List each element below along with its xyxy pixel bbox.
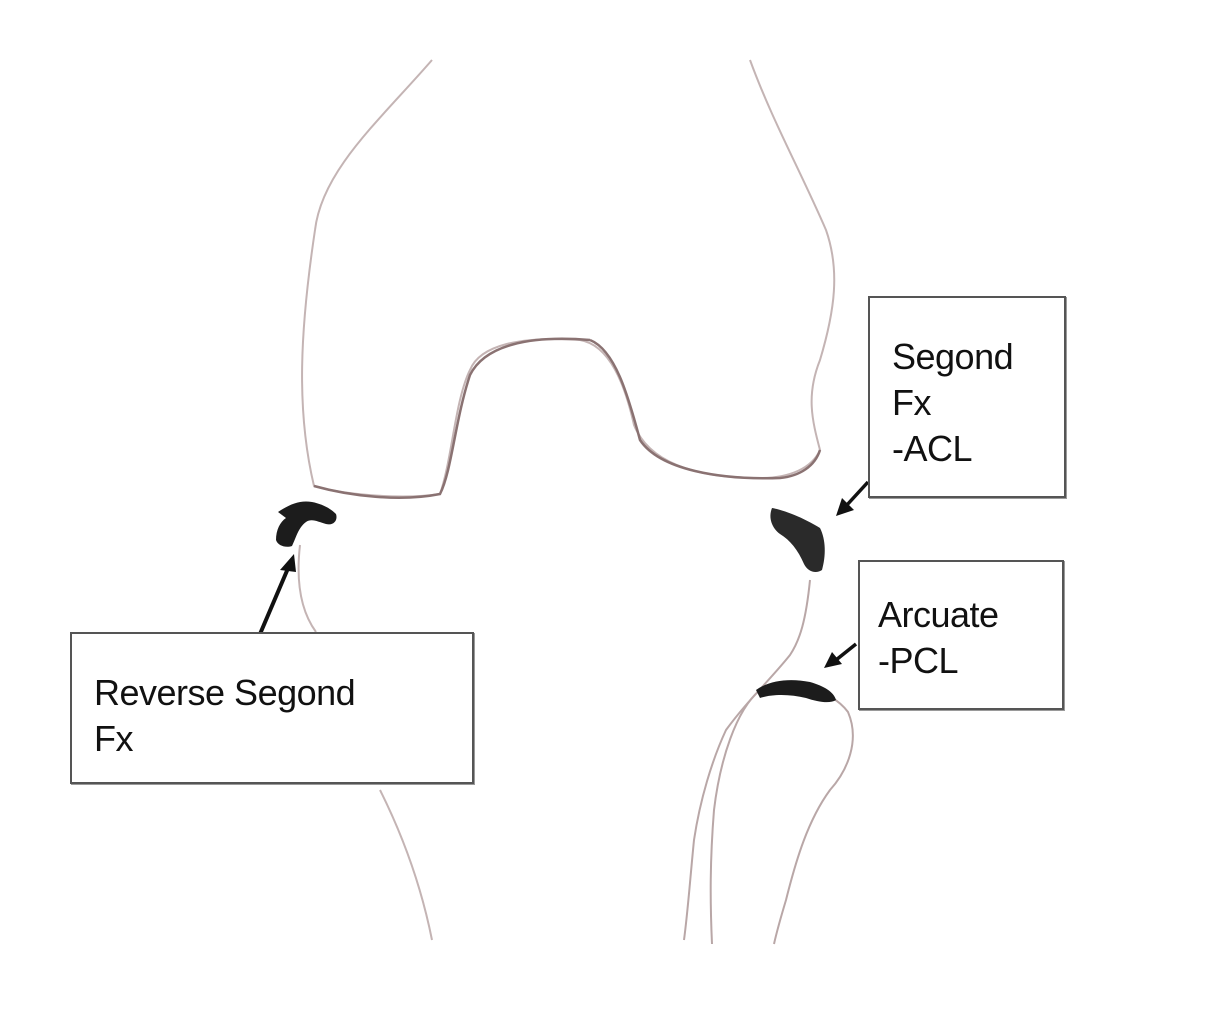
reverse-segond-line-1: Reverse Segond [94, 672, 356, 713]
medial-articular-surface [313, 337, 591, 499]
arrow-to-arcuate [824, 642, 858, 668]
segond-fragment [770, 508, 825, 572]
segond-label-box: Segond Fx -ACL [868, 296, 1066, 498]
segond-line-3: -ACL [892, 428, 973, 469]
arcuate-line-1: Arcuate [878, 594, 999, 635]
tibia-outline [297, 544, 433, 941]
arrow-to-segond [836, 480, 870, 516]
fibula-outline [709, 684, 854, 945]
femur-outline [301, 59, 836, 498]
reverse-segond-line-2: Fx [94, 718, 134, 759]
tibia-lateral-border [683, 579, 811, 941]
arcuate-line-2: -PCL [878, 640, 959, 681]
lateral-articular-surface [589, 338, 822, 480]
arrow-to-reverse-segond [258, 554, 296, 635]
segond-line-1: Segond [892, 336, 1014, 377]
reverse-segond-label-box: Reverse Segond Fx [70, 632, 474, 784]
arcuate-fragment [756, 680, 836, 703]
segond-line-2: Fx [892, 382, 932, 423]
arcuate-label-box: Arcuate -PCL [858, 560, 1064, 710]
reverse-segond-fragment [276, 501, 337, 547]
